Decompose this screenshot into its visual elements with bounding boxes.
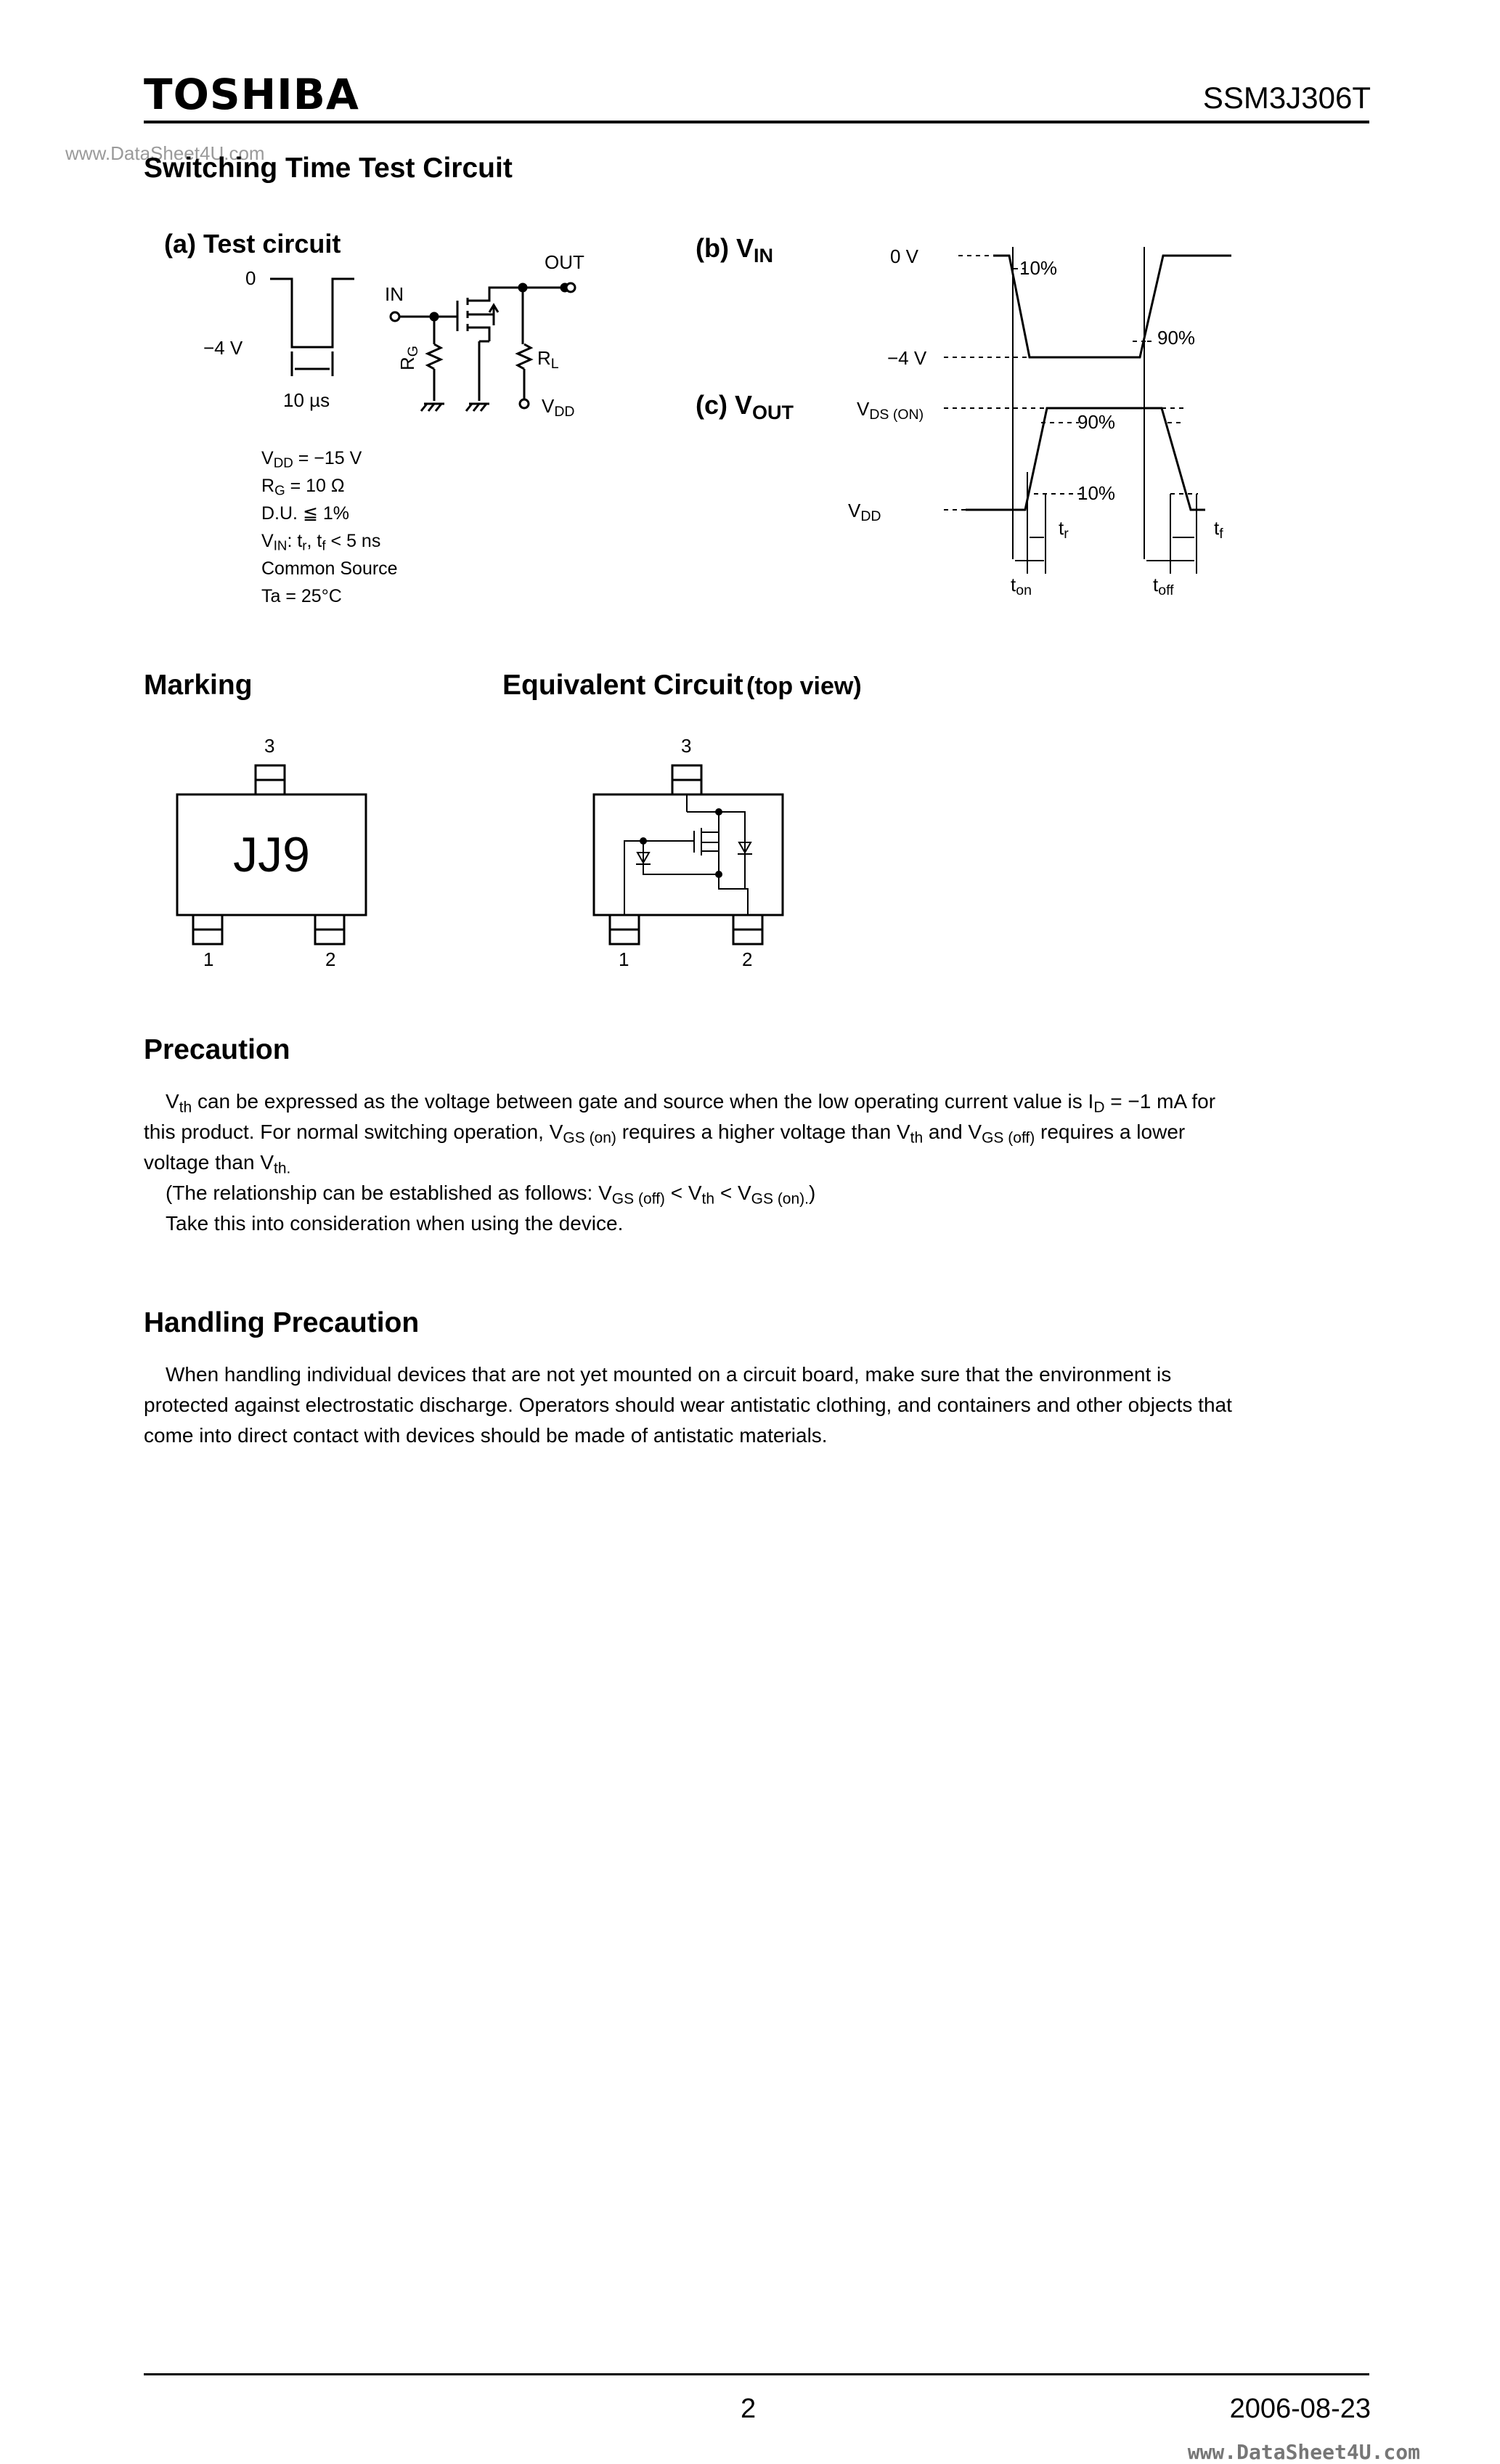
label-out: OUT [545,251,584,273]
label-tf: tf [1214,517,1223,542]
label-rg: RG [396,346,421,370]
header-rule [144,121,1369,123]
equivalent-pin3: 3 [681,735,692,757]
vout-waveform [966,407,1205,511]
watermark-bottom: www.DataSheet4U.com [1187,2440,1420,2464]
footer-rule [144,2373,1369,2375]
label-90pct-out: 90% [1077,411,1116,433]
label-zero: 0 [245,267,256,289]
vout-title: (c) VOUT [696,390,794,423]
ground-source [465,402,489,412]
equivalent-schematic [624,794,752,915]
test-parameters: VDD = −15 V RG = 10 Ω D.U. ≦ 1% VIN: tr,… [261,448,398,606]
handling-text: When handling individual devices that ar… [144,1363,1232,1447]
label-vdd-wave: VDD [848,500,881,524]
marking-pin3: 3 [264,735,275,757]
ground-rg [420,402,444,412]
label-neg4v-wave: −4 V [887,347,927,369]
test-circuit-title: (a) Test circuit [164,229,341,259]
vin-title: (b) VIN [696,233,773,267]
watermark-top: www.DataSheet4U.com [65,142,265,164]
label-neg4v: −4 V [203,337,243,359]
label-vdd-circuit: VDD [542,395,575,420]
label-tr: tr [1059,517,1069,542]
label-rl: RL [537,347,559,372]
resistor-rl [515,343,534,370]
label-vds-on: VDS (ON) [857,398,924,423]
equivalent-package [592,764,784,946]
precaution-text: Vth can be expressed as the voltage betw… [144,1090,1216,1235]
document-date: 2006-08-23 [1229,2394,1371,2424]
part-number: SSM3J306T [1202,81,1371,115]
switching-diagrams [176,247,1231,946]
section-title-marking: Marking [144,670,253,701]
section-title-switching: Switching Time Test Circuit [144,153,513,184]
timing-waveforms [966,254,1231,511]
marking-pin2: 2 [325,948,336,970]
equivalent-pin1: 1 [619,948,629,970]
input-pulse-waveform [270,277,354,349]
marking-code: JJ9 [233,827,310,882]
brand-logo: TOSHIBA [144,70,359,119]
section-title-handling: Handling Precaution [144,1307,420,1338]
mosfet-drain [468,286,523,302]
section-title-equivalent: Equivalent Circuit (top view) [502,670,862,701]
marking-pin1: 1 [203,948,214,970]
resistor-rg [425,343,444,370]
label-in: IN [385,283,404,305]
label-10pct-out: 10% [1077,482,1116,504]
equivalent-pin2: 2 [742,948,753,970]
vin-waveform [993,254,1231,359]
label-10pct-in: 10% [1019,257,1058,279]
label-pulse-width: 10 µs [283,389,330,411]
label-0v: 0 V [890,245,919,267]
label-ton: ton [1011,574,1032,598]
label-toff: toff [1153,574,1174,598]
marking-package [176,764,367,946]
page-number: 2 [741,2394,757,2424]
label-90pct-in: 90% [1157,327,1196,349]
section-title-precaution: Precaution [144,1034,290,1065]
